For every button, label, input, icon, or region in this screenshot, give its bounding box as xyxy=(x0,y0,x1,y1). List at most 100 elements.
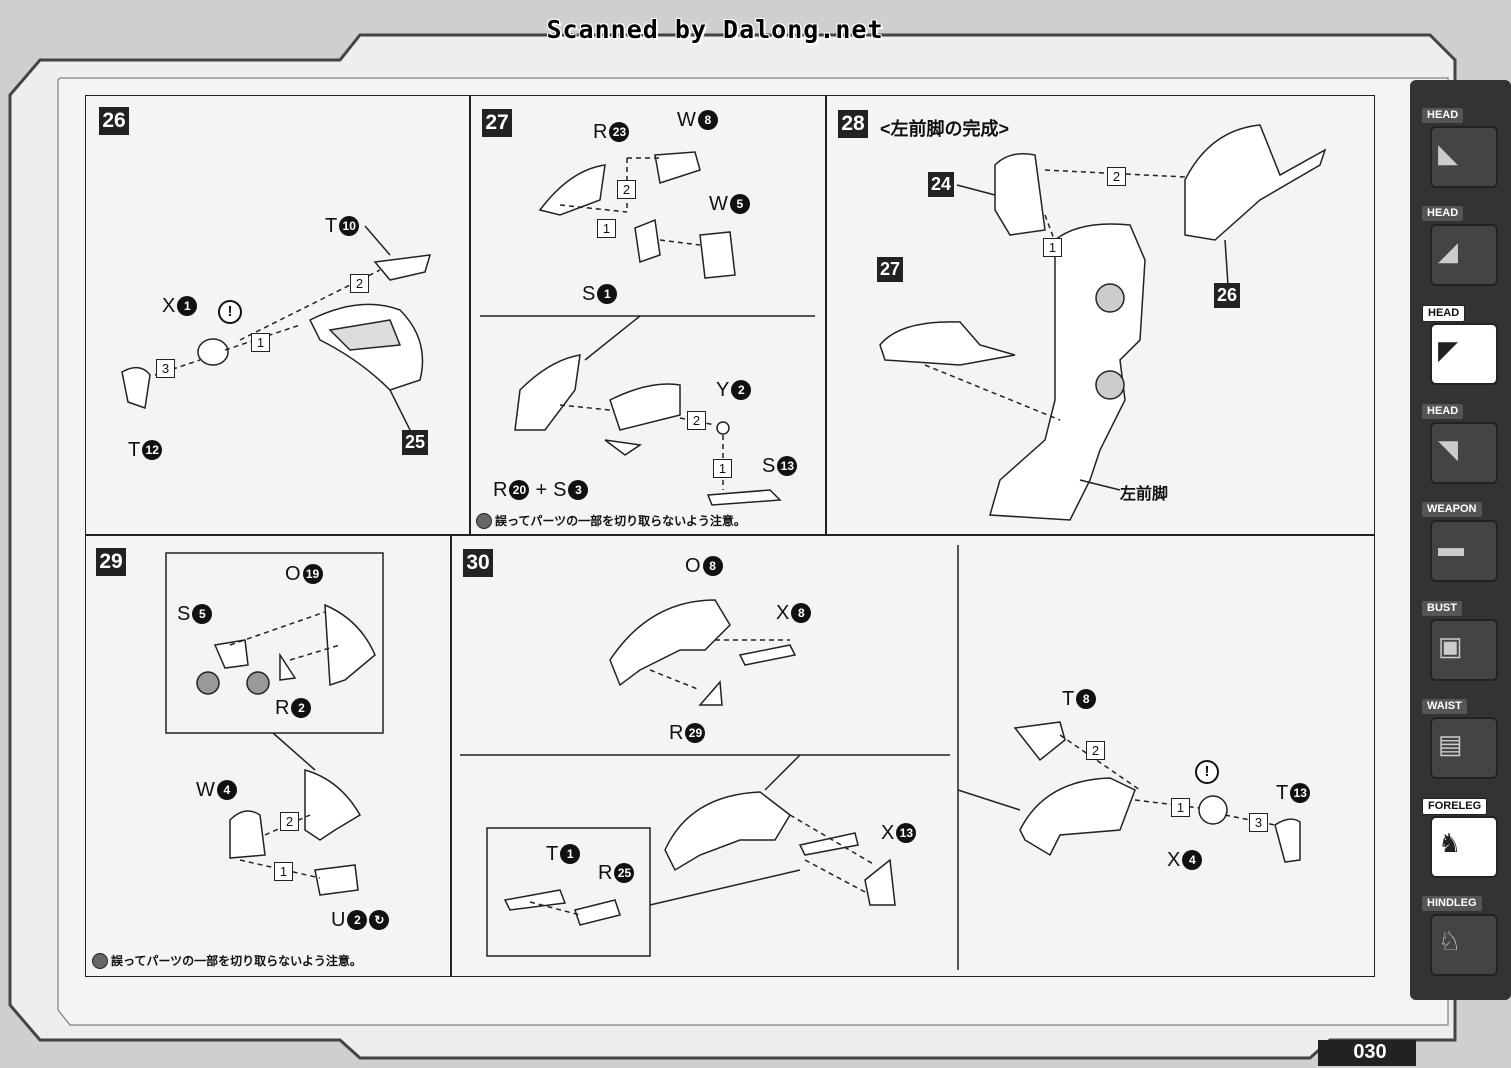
caution-text: 誤ってパーツの一部を切り取らないよう注意。 xyxy=(111,954,362,968)
tab-thumb xyxy=(1430,914,1498,976)
runner-number: 2 xyxy=(731,380,752,400)
runner-number: 8 xyxy=(791,603,812,623)
tab-label: HEAD xyxy=(1422,404,1464,419)
order-3: 3 xyxy=(1249,813,1268,832)
runner-number: 4 xyxy=(216,780,237,800)
tab-foreleg[interactable]: FORELEG ♞ xyxy=(1420,798,1506,886)
foreleg-icon: ♞ xyxy=(1438,828,1462,858)
runner-number: 2 xyxy=(347,910,368,930)
runner-number: 4 xyxy=(1182,850,1203,870)
scanner-watermark: Scanned by Dalong.net xyxy=(546,15,884,44)
bust-icon: ▣ xyxy=(1438,631,1463,661)
nipper-icon xyxy=(92,952,108,969)
runner-number: 19 xyxy=(302,564,323,584)
order-2: 2 xyxy=(1107,167,1126,186)
part-number-27: 27 xyxy=(877,257,903,282)
step-27-number: 27 xyxy=(482,109,512,137)
step-28-number: 28 xyxy=(838,110,868,138)
head-icon: ◢ xyxy=(1438,236,1458,266)
step-29-panel xyxy=(85,535,452,977)
order-2: 2 xyxy=(280,812,299,831)
step-29-number: 29 xyxy=(96,548,126,576)
tab-hindleg[interactable]: HINDLEG ♘ xyxy=(1420,896,1506,984)
nipper-icon xyxy=(476,512,492,529)
runner-number: 1 xyxy=(597,284,618,304)
runner-number: 13 xyxy=(896,823,917,843)
part-number-26: 26 xyxy=(1214,283,1240,308)
part-letter: W xyxy=(677,109,696,131)
tab-weapon[interactable]: WEAPON ▬ xyxy=(1420,502,1506,590)
order-1: 1 xyxy=(274,862,293,881)
tab-label: BUST xyxy=(1422,601,1462,616)
runner-number: 13 xyxy=(777,456,798,476)
tab-thumb xyxy=(1430,520,1498,582)
part-letter: R xyxy=(493,479,508,501)
part-letter: X xyxy=(162,295,176,317)
weapon-icon: ▬ xyxy=(1438,532,1464,562)
part-letter: S xyxy=(582,283,596,305)
tab-thumb xyxy=(1430,422,1498,484)
page-number: 030 xyxy=(1353,1041,1387,1063)
part-letter: S xyxy=(762,455,776,477)
head-icon: ◣ xyxy=(1438,138,1458,168)
part-letter: R xyxy=(275,697,290,719)
step-26-number: 26 xyxy=(99,107,129,135)
order-1: 1 xyxy=(597,219,616,238)
runner-number: 25 xyxy=(614,863,635,883)
hindleg-icon: ♘ xyxy=(1438,926,1462,956)
part-letter: U xyxy=(331,909,346,931)
runner-number: 5 xyxy=(192,604,213,624)
tab-label: HEAD xyxy=(1422,305,1466,322)
tab-waist[interactable]: WAIST ▤ xyxy=(1420,699,1506,787)
tab-head-1[interactable]: HEAD◣ xyxy=(1420,108,1506,196)
part-letter: R xyxy=(598,862,613,884)
runner-number: 3 xyxy=(568,480,589,500)
tab-bust[interactable]: BUST ▣ xyxy=(1420,601,1506,689)
runner-number: 8 xyxy=(1076,689,1097,709)
caution-note: 誤ってパーツの一部を切り取らないよう注意。 xyxy=(476,512,746,529)
tab-label: WAIST xyxy=(1422,699,1467,714)
order-1: 1 xyxy=(1171,798,1190,817)
part-letter: Y xyxy=(716,379,730,401)
order-1: 1 xyxy=(1043,238,1062,257)
tab-label: FORELEG xyxy=(1422,798,1488,815)
tab-label: HINDLEG xyxy=(1422,896,1482,911)
caution-icon: ! xyxy=(1195,760,1219,784)
tab-thumb xyxy=(1430,816,1498,878)
runner-number: 13 xyxy=(1290,783,1311,803)
part-letter: T xyxy=(1062,688,1075,710)
part-letter: T xyxy=(1276,782,1289,804)
waist-icon: ▤ xyxy=(1438,729,1463,759)
tab-head-2[interactable]: HEAD◢ xyxy=(1420,206,1506,294)
part-letter: R xyxy=(669,722,684,744)
plus-sign: + xyxy=(535,479,548,501)
tab-head-3[interactable]: HEAD◤ xyxy=(1420,305,1506,393)
runner-number: 8 xyxy=(697,110,718,130)
tab-label: WEAPON xyxy=(1422,502,1482,517)
order-1: 1 xyxy=(251,333,270,352)
assembly-caption: 左前脚 xyxy=(1120,486,1169,503)
head-icon: ◥ xyxy=(1438,434,1458,464)
order-2: 2 xyxy=(687,411,706,430)
swirl-icon: ↻ xyxy=(369,910,390,930)
order-3: 3 xyxy=(156,359,175,378)
order-2: 2 xyxy=(617,180,636,199)
order-2: 2 xyxy=(1086,741,1105,760)
part-letter: O xyxy=(285,563,301,585)
part-number-25: 25 xyxy=(402,430,428,455)
part-letter: T xyxy=(128,439,141,461)
tab-head-4[interactable]: HEAD ◥ xyxy=(1420,404,1506,492)
